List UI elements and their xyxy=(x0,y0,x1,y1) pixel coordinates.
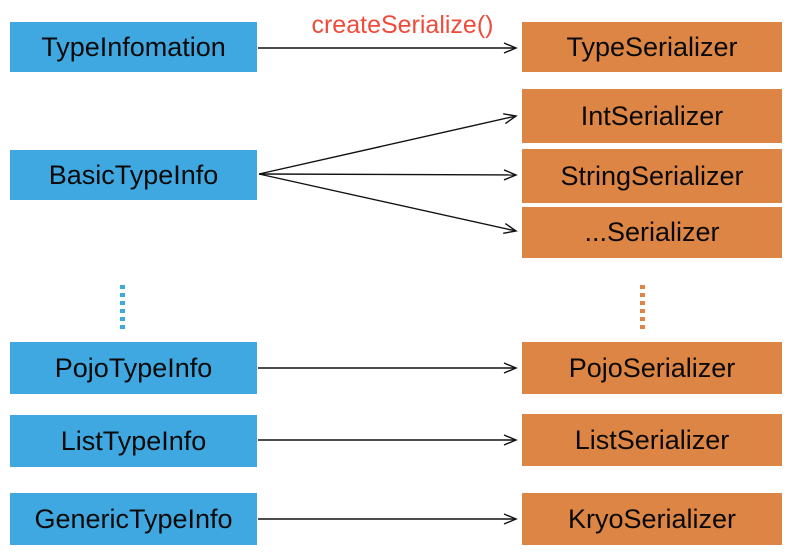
node-kryoserializer: KryoSerializer xyxy=(522,493,782,545)
node-intserializer: IntSerializer xyxy=(522,89,782,143)
create-serialize-annotation: createSerialize() xyxy=(311,11,494,39)
node-pojotypeinfo: PojoTypeInfo xyxy=(10,342,257,394)
node-listserializer: ListSerializer xyxy=(522,414,782,466)
edge-basictypeinfo-intserializer xyxy=(258,113,518,175)
node-typeinfomation: TypeInfomation xyxy=(10,22,257,72)
edge-basictypeinfo-dotserializer xyxy=(258,173,518,234)
node-typeserializer: TypeSerializer xyxy=(522,22,782,72)
right-column-ellipsis-dots xyxy=(640,285,645,331)
node-stringserializer: StringSerializer xyxy=(522,149,782,203)
node-listtypeinfo: ListTypeInfo xyxy=(10,415,257,467)
node-basictypeinfo: BasicTypeInfo xyxy=(10,150,257,200)
node-dotserializer: ...Serializer xyxy=(522,207,782,258)
left-column-ellipsis-dots xyxy=(120,285,125,331)
edge-basictypeinfo-stringserializer xyxy=(258,169,518,181)
node-pojoserializer: PojoSerializer xyxy=(522,342,782,394)
node-generictypeinfo: GenericTypeInfo xyxy=(10,493,257,545)
